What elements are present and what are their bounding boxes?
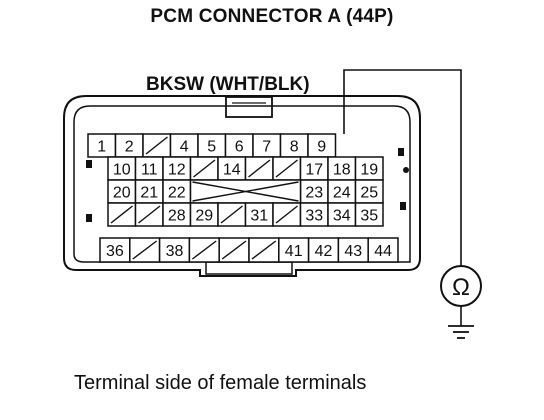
terminal-number: 43 — [344, 243, 362, 260]
terminal-number: 38 — [166, 243, 184, 260]
empty-cavity-slash — [248, 159, 271, 178]
terminal-number: 20 — [113, 185, 131, 202]
terminal-number: 41 — [285, 243, 303, 260]
wire-label: BKSW (WHT/BLK) — [146, 74, 310, 95]
empty-cavity-slash — [191, 240, 217, 260]
ground-icon — [448, 325, 474, 339]
terminal-number: 6 — [235, 139, 244, 156]
diagram-title: PCM CONNECTOR A (44P) — [150, 6, 394, 27]
terminal-44 — [367, 237, 399, 263]
empty-cavity-slash — [251, 240, 277, 260]
terminal-number: 2 — [125, 139, 134, 156]
terminal-number: 31 — [250, 208, 268, 225]
empty-cavity-slash — [275, 159, 298, 178]
terminal-number: 12 — [168, 162, 186, 179]
empty-cavity-slash — [138, 205, 161, 224]
empty-cavity-slash — [220, 205, 243, 224]
terminal-number: 36 — [106, 243, 124, 260]
terminal-number: 23 — [305, 185, 323, 202]
terminal-35 — [354, 202, 384, 227]
terminal-number: 21 — [140, 185, 158, 202]
terminal-42 — [307, 237, 340, 263]
terminal-number: 17 — [305, 162, 323, 179]
terminal-number: 7 — [262, 139, 271, 156]
empty-cavity-slash — [275, 205, 298, 224]
terminal-number: 25 — [360, 185, 378, 202]
terminal-number: 44 — [374, 243, 392, 260]
empty-cavity-slash — [110, 205, 133, 224]
terminal-number: 11 — [141, 162, 158, 179]
terminal-36 — [99, 237, 131, 263]
empty-cavity-slash — [145, 136, 168, 155]
terminal-number: 19 — [360, 162, 378, 179]
terminal-number: 1 — [97, 139, 106, 156]
terminal-number: 28 — [168, 208, 186, 225]
terminal-number: 5 — [207, 139, 216, 156]
empty-cavity-slash — [221, 240, 247, 260]
terminal-number: 18 — [333, 162, 351, 179]
terminal-number: 35 — [360, 208, 378, 225]
terminal-38 — [158, 237, 191, 263]
empty-cavity-slash — [132, 240, 158, 260]
terminal-number: 8 — [290, 139, 299, 156]
terminal-number: 9 — [317, 139, 326, 156]
ohmmeter-icon: Ω — [440, 265, 482, 307]
terminal-number: 22 — [168, 185, 186, 202]
empty-cavity-slash — [193, 159, 216, 178]
diagram-caption: Terminal side of female terminals — [74, 372, 367, 394]
terminal-number: 14 — [223, 162, 241, 179]
blank-cavity-cross — [192, 181, 299, 202]
terminal-number: 24 — [333, 185, 351, 202]
terminal-number: 33 — [305, 208, 323, 225]
terminal-number: 10 — [113, 162, 131, 179]
terminal-number: 42 — [315, 243, 333, 260]
terminal-number: 4 — [180, 139, 189, 156]
svg-text:Ω: Ω — [452, 274, 470, 301]
probe-wire — [343, 69, 462, 326]
terminal-number: 29 — [195, 208, 213, 225]
terminal-number: 34 — [333, 208, 351, 225]
